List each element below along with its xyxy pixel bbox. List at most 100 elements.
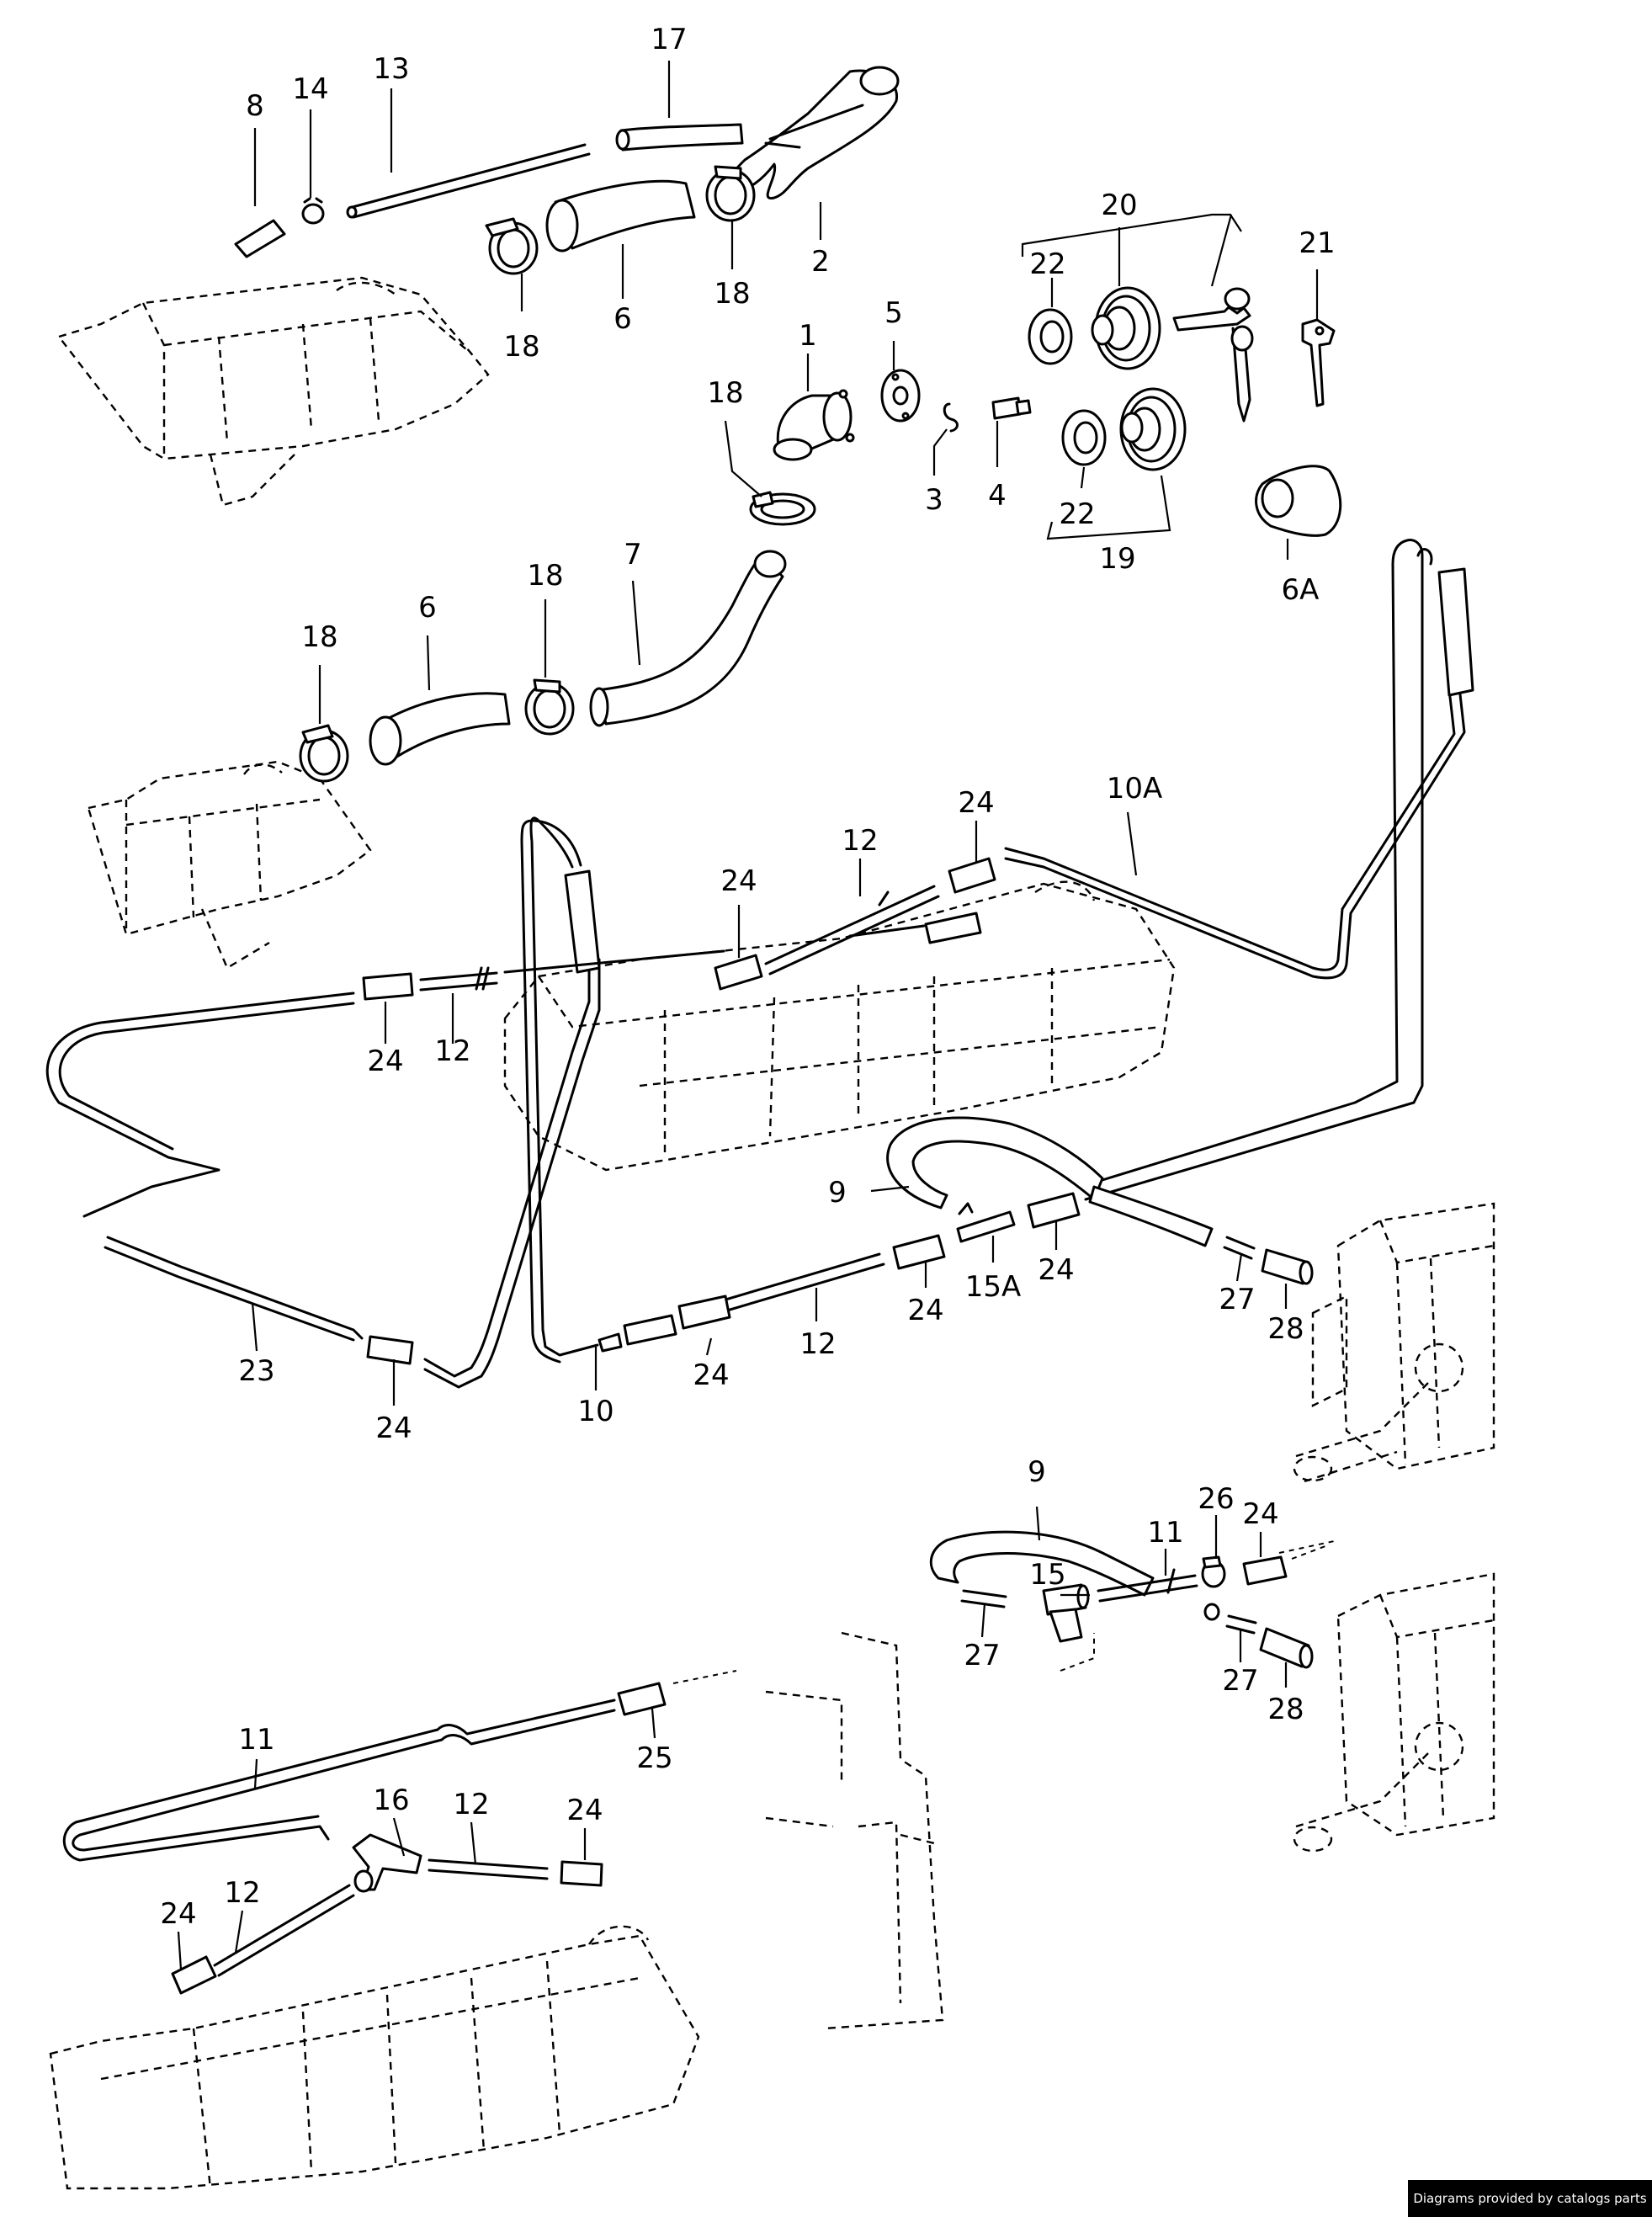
callout-3: 3 — [925, 483, 943, 517]
callout-22-b: 22 — [1059, 497, 1095, 531]
callout-12-c: 12 — [799, 1327, 836, 1361]
tank-outline-middle — [87, 760, 372, 970]
gasket-5 — [880, 369, 921, 423]
callout-27-b: 27 — [964, 1639, 1000, 1672]
tank-outline-top — [56, 276, 490, 507]
pipe-connector-8 — [234, 219, 286, 258]
pipe-7 — [589, 550, 787, 727]
callout-14: 14 — [292, 72, 328, 106]
tube-11a — [1097, 1568, 1198, 1603]
callout-24-j: 24 — [160, 1897, 196, 1931]
diagram-credit-banner: Diagrams provided by catalogs parts — [1408, 2180, 1652, 2217]
callout-18-e: 18 — [527, 559, 563, 593]
hose-6-upper — [545, 179, 696, 253]
connector-24i — [560, 1860, 603, 1887]
clamp-26 — [1201, 1555, 1226, 1621]
spring-clip-3 — [943, 402, 959, 433]
callout-4: 4 — [988, 479, 1007, 513]
hose-clamp-18d — [299, 724, 349, 783]
callout-25: 25 — [636, 1741, 672, 1775]
callout-24-g: 24 — [693, 1358, 729, 1392]
callout-12-b: 12 — [434, 1034, 470, 1068]
callout-19: 19 — [1099, 542, 1135, 576]
callout-labels: 8 14 13 17 2 18 6 18 20 21 22 1 5 18 3 4… — [160, 23, 1335, 1931]
callout-28-a: 28 — [1267, 1312, 1304, 1346]
callout-2: 2 — [811, 245, 830, 279]
callout-24-d: 24 — [907, 1294, 943, 1327]
callout-9-a: 9 — [828, 1176, 847, 1210]
vent-line-11b — [62, 1699, 616, 1862]
callout-15A: 15A — [965, 1270, 1022, 1304]
callout-24-b: 24 — [720, 864, 757, 898]
callout-16: 16 — [373, 1784, 409, 1817]
callout-23: 23 — [238, 1354, 274, 1388]
cap-6A — [1255, 465, 1342, 537]
lock-cylinder-20 — [1091, 286, 1161, 370]
tube-12e — [213, 1884, 355, 1977]
connector-24-10end — [598, 1332, 623, 1353]
sealing-ring-22b — [1061, 409, 1107, 466]
callout-26: 26 — [1198, 1482, 1234, 1516]
filler-neck-2 — [727, 66, 900, 199]
callout-27-c: 27 — [1222, 1664, 1258, 1698]
callout-6-a: 6 — [614, 302, 632, 336]
tube-12d — [428, 1858, 549, 1880]
connector-25 — [617, 1670, 737, 1716]
callout-21: 21 — [1299, 226, 1335, 260]
sealing-ring-22a — [1028, 308, 1073, 365]
callout-6A: 6A — [1282, 573, 1320, 607]
callout-18-c: 18 — [707, 376, 743, 410]
key-20 — [1172, 287, 1254, 423]
callout-24-f: 24 — [375, 1412, 412, 1445]
tube-12c — [677, 1252, 885, 1330]
callout-22-a: 22 — [1029, 247, 1065, 281]
callout-10A: 10A — [1107, 772, 1163, 805]
callout-18-b: 18 — [714, 277, 750, 311]
hose-clamp-18b — [705, 165, 756, 222]
callout-10: 10 — [577, 1395, 614, 1428]
callout-7: 7 — [624, 538, 642, 572]
callout-12-e: 12 — [224, 1876, 260, 1910]
callout-20: 20 — [1101, 189, 1137, 222]
callout-24-i: 24 — [566, 1794, 603, 1827]
callout-24-e: 24 — [1038, 1253, 1074, 1287]
callout-15: 15 — [1029, 1558, 1065, 1592]
callout-28-b: 28 — [1267, 1693, 1304, 1726]
callout-18-a: 18 — [503, 330, 539, 364]
connector-28b — [1259, 1627, 1314, 1669]
tube-27b — [960, 1589, 1007, 1608]
filter-10 — [520, 816, 601, 1364]
hose-9a — [886, 1116, 1214, 1247]
fuel-line-23b — [423, 958, 601, 1389]
engine-outline-right-lower — [1060, 1539, 1495, 1853]
hose-9b — [929, 1530, 1155, 1597]
bolt-4 — [991, 396, 1032, 420]
tank-outline-bottom — [49, 1925, 700, 2190]
hose-clamp-18e — [524, 678, 575, 736]
connector-24j — [171, 1955, 217, 1995]
elbow-1 — [773, 389, 855, 461]
callout-11-b: 11 — [238, 1723, 274, 1757]
t-piece-15A — [956, 1202, 1016, 1243]
hose-clamp-18a — [485, 217, 539, 275]
connector-24d — [1027, 1192, 1081, 1229]
t-piece-15 — [1042, 1583, 1090, 1643]
hose-17 — [615, 123, 744, 152]
connector-28a — [1261, 1248, 1314, 1285]
leader-lines — [177, 61, 1319, 1970]
callout-9-b: 9 — [1028, 1455, 1046, 1489]
key-blank-21 — [1301, 318, 1336, 407]
tube-12a — [764, 885, 982, 976]
hose-clamp-18c — [749, 491, 816, 526]
hose-6-lower — [369, 692, 511, 766]
connector-24e — [892, 1234, 946, 1270]
callout-24-c: 24 — [367, 1045, 403, 1078]
tank-outline-center — [503, 880, 1176, 1172]
diagram-credit-text: Diagrams provided by catalogs parts — [1413, 2191, 1647, 2206]
connector-24h — [1242, 1544, 1331, 1586]
callout-17: 17 — [651, 23, 687, 56]
connector-24b — [714, 954, 763, 991]
callout-12-a: 12 — [842, 824, 878, 858]
callout-12-d: 12 — [453, 1788, 489, 1821]
tube-27a — [1223, 1236, 1256, 1260]
